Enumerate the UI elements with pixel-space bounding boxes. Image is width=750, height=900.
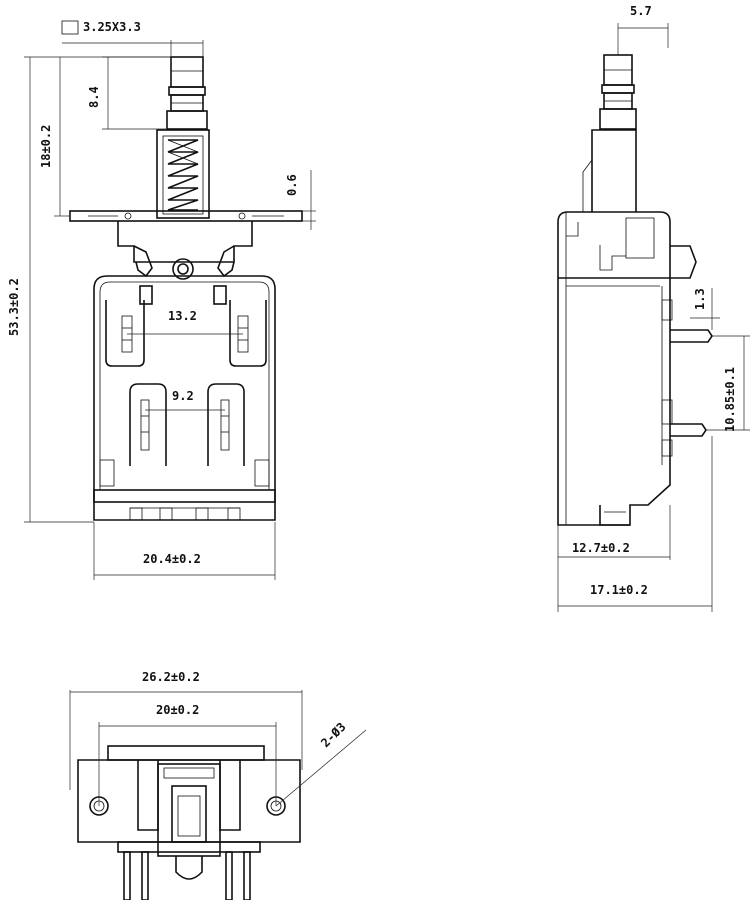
- center-pitch-label: 9.2: [172, 389, 194, 403]
- terminal-pitch-label: 10.85±0.1: [723, 367, 737, 432]
- hole-pitch-label: 20±0.2: [156, 703, 199, 717]
- total-height-label: 53.3±0.2: [7, 278, 21, 336]
- pin-width-label: 5.7: [630, 4, 652, 18]
- pin-length-label: 8.4: [87, 86, 101, 108]
- flange-width-label: 26.2±0.2: [142, 670, 200, 684]
- front-view: 3.25X3.3: [7, 20, 316, 580]
- stem: [156, 56, 210, 219]
- side-view: 5.7 1.3 10.85±0.1 12.7±0.2 17.1±0.2: [557, 4, 750, 612]
- mount-plate: [69, 210, 303, 280]
- pin-size-label: 3.25X3.3: [83, 20, 141, 34]
- square-symbol: [61, 20, 79, 35]
- bottom-view: 26.2±0.2 20±0.2 2-Ø3: [69, 670, 367, 900]
- hole-count-label: 2-Ø3: [318, 720, 348, 750]
- housing: [93, 275, 276, 521]
- plate-thickness-label: 0.6: [285, 174, 299, 196]
- total-depth-label: 17.1±0.2: [590, 583, 648, 597]
- spring: [167, 139, 199, 211]
- body-width-label: 20.4±0.2: [143, 552, 201, 566]
- stem-height-label: 18±0.2: [39, 125, 53, 168]
- center-post: [172, 258, 194, 280]
- inner-pitch-label: 13.2: [168, 309, 197, 323]
- pin-offset-label: 1.3: [693, 288, 707, 310]
- body-depth-label: 12.7±0.2: [572, 541, 630, 555]
